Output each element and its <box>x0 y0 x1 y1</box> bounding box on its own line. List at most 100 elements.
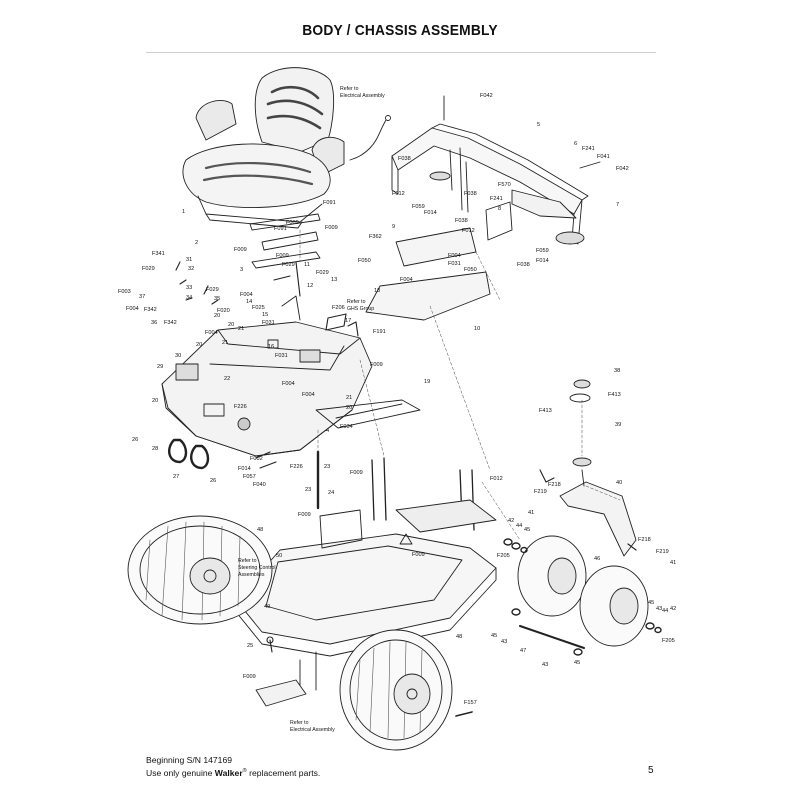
callout-label: F002 <box>250 456 263 462</box>
callout-label: F219 <box>656 549 669 555</box>
callout-label: 15 <box>262 312 268 318</box>
callout-label: 11 <box>304 262 310 268</box>
callout-label: F004 <box>302 392 315 398</box>
callout-label: 2 <box>195 240 198 246</box>
note-electrical-bottom: Refer to Electrical Assembly <box>290 720 335 733</box>
callout-label: F012 <box>392 191 405 197</box>
callout-label: F034 <box>340 424 353 430</box>
callout-label: F031 <box>448 261 461 267</box>
svg-text:Electrical Assembly: Electrical Assembly <box>290 727 335 733</box>
callout-label: F004 <box>126 306 139 312</box>
callout-label: 32 <box>188 266 194 272</box>
callout-label: F014 <box>536 258 549 264</box>
callout-label: F157 <box>464 700 477 706</box>
callout-label: 48 <box>257 527 263 533</box>
callout-label: 14 <box>246 299 252 305</box>
callout-label: 45 <box>524 527 530 533</box>
callout-label: F009 <box>370 362 383 368</box>
callout-label: F241 <box>490 196 503 202</box>
callout-label: F038 <box>398 156 411 162</box>
seat-rail-bracket-lower <box>261 231 319 251</box>
callout-label: 37 <box>139 294 145 300</box>
rear-tire-left-drawing <box>127 515 273 625</box>
callout-label: F038 <box>517 262 530 268</box>
callout-label: 29 <box>157 364 163 370</box>
page-number: 5 <box>648 765 654 776</box>
callout-label: F009 <box>298 512 311 518</box>
callout-label: F413 <box>608 392 621 398</box>
callout-label: F570 <box>498 182 511 188</box>
callout-label: F009 <box>325 225 338 231</box>
callout-label: 34 <box>186 295 192 301</box>
note-electrical-top: Refer to Electrical Assembly <box>340 86 385 99</box>
callout-label: 33 <box>186 285 192 291</box>
callout-label: 49 <box>264 604 270 610</box>
callout-label: F009 <box>286 220 299 226</box>
svg-text:GHS Group: GHS Group <box>347 306 374 312</box>
callout-label: F004 <box>282 381 295 387</box>
callout-label: 23 <box>324 464 330 470</box>
callout-label: 24 <box>328 490 334 496</box>
callout-label: 19 <box>424 379 430 385</box>
electrical-wire-top <box>349 119 387 161</box>
genuine-parts-note: Use only genuine Walker® replacement par… <box>146 767 321 778</box>
callout-label: 45 <box>491 633 497 639</box>
callout-label: F029 <box>142 266 155 272</box>
main-chassis-drawing <box>235 457 497 691</box>
callout-label: 8 <box>498 206 501 212</box>
callout-label: F059 <box>412 204 425 210</box>
callout-label: F205 <box>662 638 675 644</box>
callout-label: 46 <box>594 556 600 562</box>
callout-label: F004 <box>448 253 461 259</box>
callout-label: 47 <box>520 648 526 654</box>
callout-label: 38 <box>614 368 620 374</box>
callout-label: 23 <box>305 487 311 493</box>
callout-label: 43 <box>542 662 548 668</box>
gasket-28 <box>168 438 188 464</box>
svg-text:Refer to: Refer to <box>347 299 366 305</box>
callout-label: F241 <box>582 146 595 152</box>
callout-label: 6 <box>574 141 577 147</box>
seat-rail-bracket <box>249 213 321 231</box>
callout-label: 27 <box>173 474 179 480</box>
plate-bottom <box>255 679 307 707</box>
callout-label: F040 <box>253 482 266 488</box>
svg-text:Refer to: Refer to <box>340 86 359 92</box>
callout-label: 22 <box>224 376 230 382</box>
callout-label: 31 <box>186 257 192 263</box>
callout-label: F191 <box>373 329 386 335</box>
note-ghs-group: Refer to GHS Group <box>347 299 374 312</box>
front-tire-1-drawing <box>517 535 587 617</box>
callout-label: F342 <box>164 320 177 326</box>
callout-label: F057 <box>243 474 256 480</box>
callout-label: 12 <box>307 283 313 289</box>
callout-label: F009 <box>234 247 247 253</box>
callout-label: F342 <box>144 307 157 313</box>
callout-label: F042 <box>616 166 629 172</box>
svg-text:Electrical Assembly: Electrical Assembly <box>340 93 385 99</box>
callout-label: F004 <box>240 292 253 298</box>
callout-label: F014 <box>424 210 437 216</box>
callout-label: F059 <box>536 248 549 254</box>
callout-label: F009 <box>276 253 289 259</box>
footer: Beginning S/N 147169 Use only genuine Wa… <box>146 755 320 779</box>
callout-label: 25 <box>247 643 253 649</box>
rear-frame-drawing <box>391 95 601 245</box>
callout-label: F029 <box>206 287 219 293</box>
callout-label: F009 <box>412 552 425 558</box>
callout-label: F205 <box>497 553 510 559</box>
callout-label: 44 <box>662 608 668 614</box>
callout-label: F219 <box>534 489 547 495</box>
callout-label: F042 <box>480 93 493 99</box>
note-steering-control: Refer to Steering Control Assemblies <box>238 558 276 578</box>
callout-label: F009 <box>350 470 363 476</box>
body-console-drawing <box>161 295 373 457</box>
callout-label: F014 <box>238 466 251 472</box>
callout-label: F218 <box>638 537 651 543</box>
callout-label: F025 <box>252 305 265 311</box>
callout-labels: F0425F0386F241F041F042F038F012F059F014F5… <box>118 93 676 706</box>
callout-label: 30 <box>175 353 181 359</box>
callout-label: 48 <box>456 634 462 640</box>
callout-label: 26 <box>132 437 138 443</box>
